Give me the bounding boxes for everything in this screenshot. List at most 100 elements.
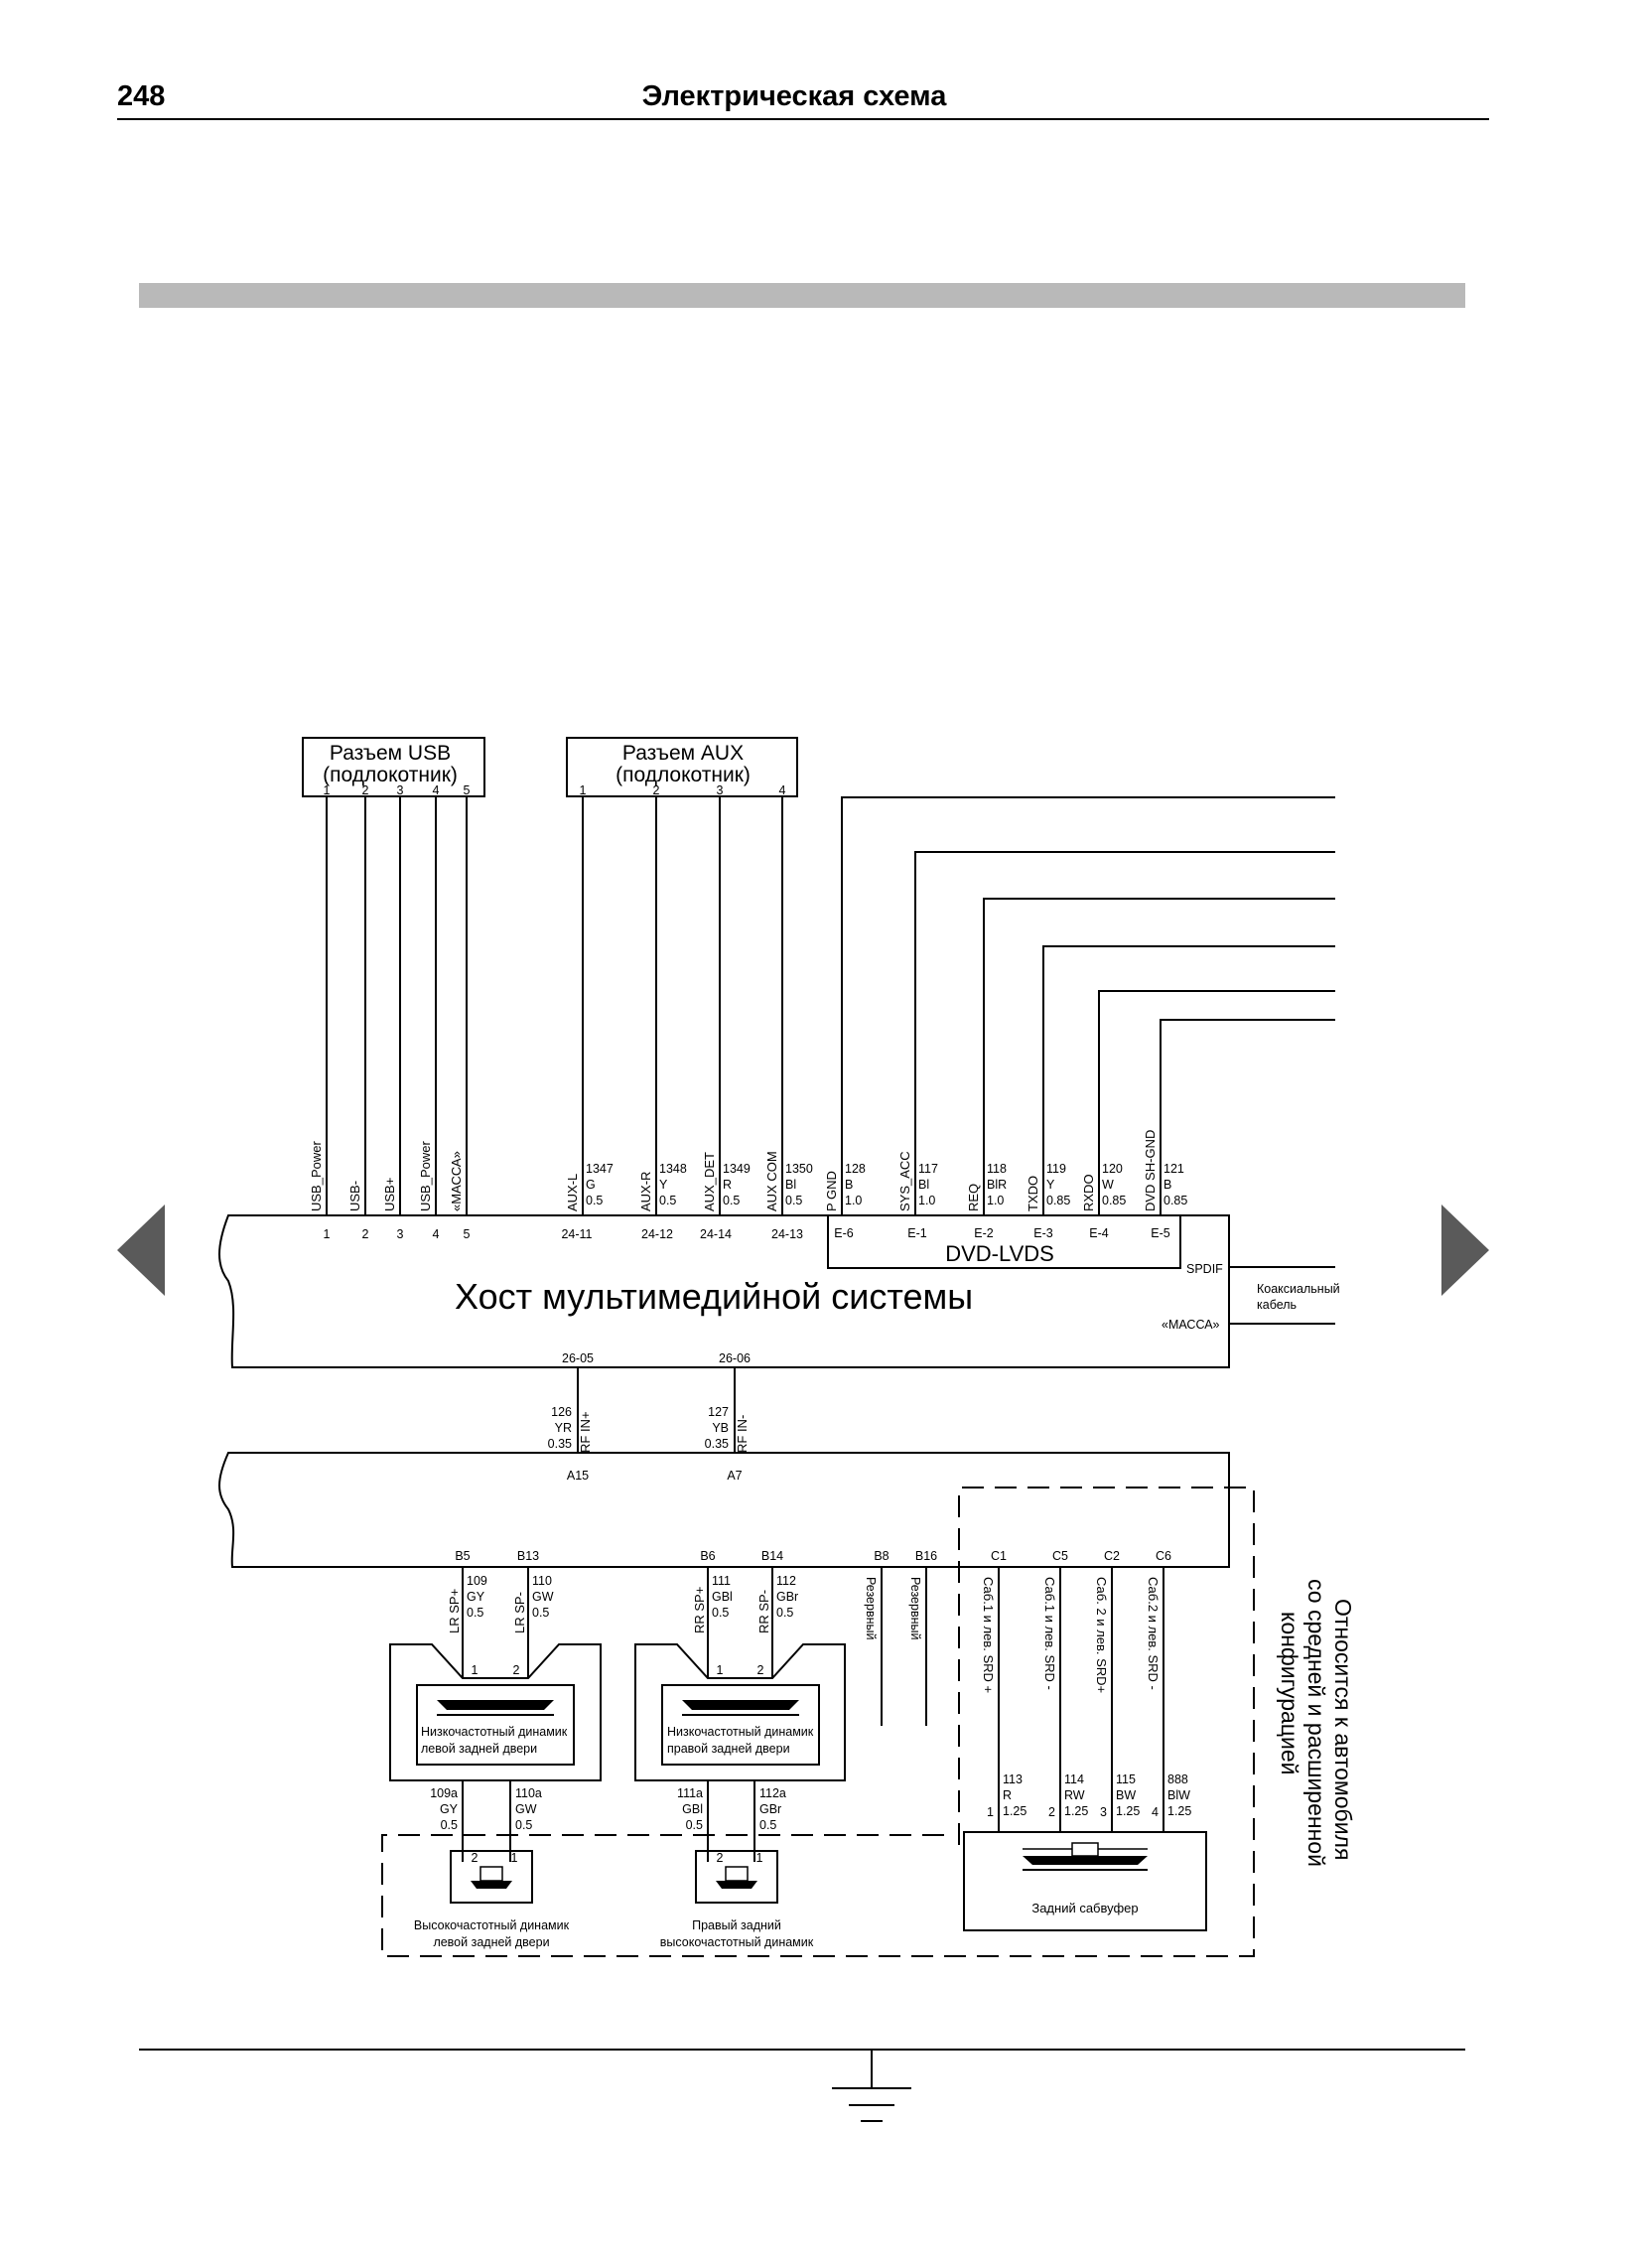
svg-text:1.0: 1.0 [987,1194,1004,1207]
svg-text:111a: 111a [677,1786,703,1800]
svg-text:1.25: 1.25 [1116,1804,1140,1818]
page-number: 248 [117,80,165,112]
usb-connector-subtitle: (подлокотник) [323,764,458,786]
svg-text:B14: B14 [761,1549,783,1563]
usb-pin: 3 [397,783,404,797]
aux-connector [566,737,798,797]
svg-text:0.5: 0.5 [776,1606,793,1620]
svg-text:GBr: GBr [759,1802,781,1816]
svg-text:0.35: 0.35 [548,1437,572,1451]
prev-page-arrow-icon[interactable] [117,1205,165,1296]
left-woofer-label: Низкочастотный динамик [421,1725,568,1739]
amp-input-pin: A7 [727,1469,742,1483]
subwoofer-icon [1071,1842,1099,1857]
config-boundary [381,1487,1255,1957]
speaker-signal-label: RR SP+ [692,1587,707,1633]
svg-text:Y: Y [659,1178,668,1192]
svg-text:GW: GW [532,1590,554,1604]
usb-signal-label: «МАССА» [449,1151,464,1211]
svg-text:E-3: E-3 [1033,1226,1053,1240]
svg-text:127: 127 [708,1405,729,1419]
svg-text:C2: C2 [1104,1549,1120,1563]
right-woofer-out-wires [707,1780,755,1862]
tweeter-wire-specs: 109a GY 0.5 110a GW 0.5 111a GBl 0.5 112… [430,1786,786,1832]
next-page-arrow-icon[interactable] [1441,1205,1489,1296]
usb-signal-label: USB- [347,1181,362,1211]
speaker-wires [462,1567,1164,1832]
subwoofer-label: Задний сабвуфер [1031,1901,1138,1915]
svg-text:C6: C6 [1156,1549,1171,1563]
left-woofer-box [416,1684,575,1766]
svg-text:G: G [586,1178,596,1192]
aux-connector-subtitle: (подлокотник) [616,764,751,786]
speaker-signal-label: LR SP+ [447,1589,462,1633]
svg-text:24-13: 24-13 [771,1227,803,1241]
svg-text:1350: 1350 [785,1162,813,1176]
usb-connector-title: Разъем USB [330,742,451,765]
tweeter-pin: 2 [717,1851,724,1865]
svg-text:121: 121 [1163,1162,1184,1176]
config-note: конфигурацией [1277,1612,1302,1774]
right-woofer-label: правой задней двери [667,1742,790,1756]
svg-text:B5: B5 [455,1549,470,1563]
amp-output-pins: B5 B13 B6 B14 B8 B16 C1 C5 C2 C6 [455,1549,1171,1563]
svg-text:B6: B6 [700,1549,715,1563]
woofer-pin: 2 [513,1663,520,1677]
svg-text:2: 2 [362,1227,369,1241]
svg-text:3: 3 [397,1227,404,1241]
subwoofer-icon [1023,1856,1148,1865]
svg-text:W: W [1102,1178,1114,1192]
svg-text:110: 110 [532,1574,552,1588]
svg-text:B: B [1163,1178,1171,1192]
svg-text:B8: B8 [874,1549,889,1563]
usb-signal-label: USB_Power [309,1141,324,1211]
right-tweeter-label: Правый задний [692,1918,781,1932]
svg-text:GBr: GBr [776,1590,798,1604]
svg-text:1.25: 1.25 [1064,1804,1088,1818]
host-usb-pins: 1 2 3 4 5 [324,1227,471,1241]
svg-text:GBl: GBl [682,1802,703,1816]
svg-text:GY: GY [440,1802,459,1816]
sub-signal-label: Саб. 2 и лев. SRD+ [1094,1577,1109,1693]
sub-signal-label: Саб.1 и лев. SRD - [1042,1577,1057,1690]
rf-signal-label: RF IN+ [578,1411,593,1453]
svg-text:4: 4 [1152,1805,1159,1819]
svg-text:119: 119 [1046,1162,1066,1176]
aux-pin: 3 [717,783,724,797]
usb-pin: 1 [324,783,331,797]
svg-text:3: 3 [1100,1805,1107,1819]
sub-wire-specs: 113 R 1.25 114 RW 1.25 115 BW 1.25 888 B… [1003,1772,1191,1818]
usb-signal-label: USB+ [382,1178,397,1211]
dvd-wire-specs: 128 B 1.0 117 Bl 1.0 118 BlR 1.0 119 Y 0… [845,1162,1187,1207]
left-woofer-label: левой задней двери [421,1742,537,1756]
svg-text:YR: YR [555,1421,572,1435]
aux-signal-label: AUX-R [638,1172,653,1211]
rf-signal-label: RF IN- [735,1415,750,1453]
tweeter-pin: 1 [511,1851,518,1865]
speaker-wire-specs: 109 GY 0.5 110 GW 0.5 111 GBl 0.5 112 GB… [467,1574,798,1620]
svg-text:117: 117 [918,1162,938,1176]
left-woofer-out-wires [462,1780,511,1862]
svg-text:113: 113 [1003,1772,1023,1786]
coax-label: Коаксиальный [1257,1282,1340,1296]
dvd-signal-label: P GND [824,1171,839,1211]
svg-text:120: 120 [1102,1162,1123,1176]
tweeter-icon [725,1866,749,1882]
coax-label: кабель [1257,1298,1297,1312]
reserve-label: Резервный [864,1577,878,1639]
host-bottom-pin: 26-05 [562,1351,594,1365]
svg-text:Bl: Bl [785,1178,796,1192]
svg-text:0.85: 0.85 [1163,1194,1187,1207]
dvd-signal-label: DVD SH-GND [1143,1130,1158,1211]
svg-text:114: 114 [1064,1772,1084,1786]
svg-text:126: 126 [551,1405,572,1419]
left-woofer-housing [389,1643,602,1781]
svg-text:0.5: 0.5 [586,1194,603,1207]
svg-text:B16: B16 [915,1549,937,1563]
svg-text:E-1: E-1 [907,1226,927,1240]
svg-text:128: 128 [845,1162,866,1176]
left-tweeter-label: Высокочастотный динамик [414,1918,570,1932]
svg-text:YB: YB [712,1421,729,1435]
aux-wire-specs: 1347 G 0.5 1348 Y 0.5 1349 R 0.5 1350 Bl… [586,1162,813,1207]
